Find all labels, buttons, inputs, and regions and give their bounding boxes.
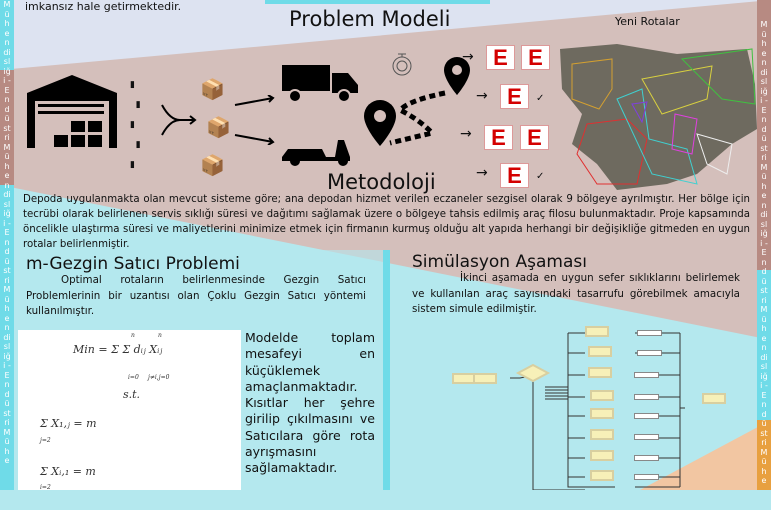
formula-limit: j=2 [40,437,51,444]
route-pins-icon [364,57,470,146]
mtsp-title: m-Gezgin Satıcı Problemi [26,254,240,274]
pharmacy-logo: E [520,125,549,150]
route-map-image [560,44,757,190]
sim-assign-block [473,373,497,384]
check-icon: ✓ [536,93,545,104]
sim-process-block [590,408,614,419]
formula-n: n [131,332,135,339]
sim-record-block [637,330,662,336]
methodology-title: Metodoloji [327,170,436,194]
split-arrows-icon [234,95,275,145]
mtsp-text: Optimal rotaların belirlenmesinde Gezgin… [26,274,366,317]
sim-record-block [634,455,659,461]
side-strip-right: Mühendisliği - Endüstri Mühendisliği - E… [760,20,768,485]
sim-record-block [634,434,659,440]
formula-limit: j≠i,j=0 [148,374,170,381]
pharmacy-logo: E [486,45,515,70]
side-strip-left: Mühendisliği - Endüstri Mühendisliği - E… [3,0,11,465]
sim-record-block [634,372,659,378]
formula-objective: Min = Σ Σ dᵢⱼ Xᵢⱼ [73,343,163,356]
truck-icon [282,65,358,103]
sim-process-block [590,450,614,461]
sim-process-block [590,390,614,401]
arrow-icon: → [476,165,488,181]
formula-constraint-2: Σ Xᵢ,₁ = m [40,465,96,478]
pharmacy-items-icons: ▮ ▮▮ ▮▮ [130,80,141,170]
arrow-icon: → [476,88,488,104]
pharmacy-logo: E [500,84,529,109]
sim-process-block [588,367,612,378]
sim-dispose-block [702,393,726,404]
formula-st: s.t. [123,388,141,401]
arrow-icon: → [462,49,474,65]
map-title: Yeni Rotalar [615,15,680,28]
formula-constraint-1: Σ X₁,ⱼ = m [40,417,97,430]
pharmacy-logo: E [500,163,529,188]
sim-process-block [590,470,614,481]
methodology-text: Depoda uygulanmakta olan mevcut sisteme … [23,194,750,250]
mtsp-description: Modelde toplam mesafeyi en küçüklemek am… [245,330,375,476]
formula-n: n [158,332,162,339]
problem-model-title: Problem Modeli [289,7,451,31]
check-icon: ✓ [536,171,545,182]
package-icons: 📦 📦📦 [200,77,232,177]
merge-arrow-icon [161,104,197,136]
sim-record-block [637,350,662,356]
sim-process-block [585,326,609,337]
top-text: imkansız hale getirmektedir. [25,0,182,13]
pharmacy-logo: E [521,45,550,70]
warehouse-icon [27,75,117,148]
pharmacy-logo: E [484,125,513,150]
sim-process-block [588,346,612,357]
formula-limit: i=0 [128,374,139,381]
sim-record-block [634,394,659,400]
scooter-icon [282,140,350,166]
formula-limit: i=2 [40,484,51,491]
arrow-icon: → [460,126,472,142]
formula-image: Min = Σ Σ dᵢⱼ Xᵢⱼ n n i=0 j≠i,j=0 s.t. Σ… [18,330,241,491]
sim-record-block [634,413,659,419]
simulation-title: Simülasyon Aşaması [412,252,587,272]
stopwatch-icon [392,53,412,76]
sim-process-block [590,429,614,440]
sim-record-block [634,474,659,480]
simulation-flow-diagram [470,332,685,490]
simulation-text: İkinci aşamada en uygun sefer sıklıkları… [412,272,740,315]
